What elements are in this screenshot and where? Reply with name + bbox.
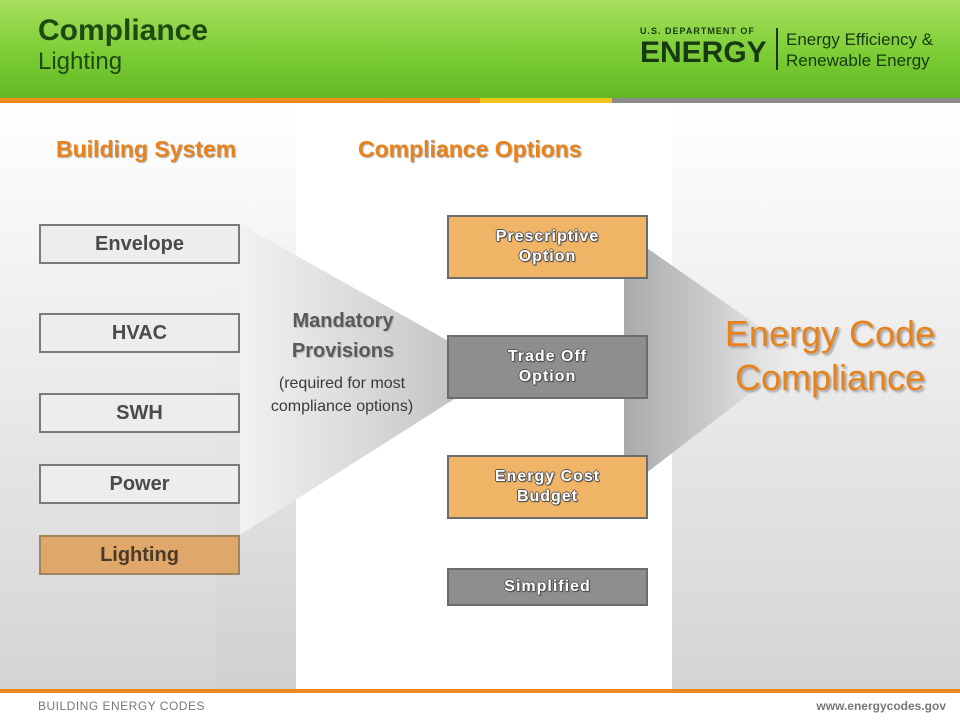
building-system-hvac: HVAC <box>39 313 240 353</box>
option-prescriptive-line1: Prescriptive <box>495 228 600 245</box>
mandatory-line1: Mandatory <box>292 310 394 332</box>
building-system-swh: SWH <box>39 393 240 433</box>
logo-energy-wordmark: ENERGY <box>640 36 767 69</box>
logo-department-text: U.S. DEPARTMENT OF <box>640 26 755 36</box>
option-trade-off: Trade Off Option <box>447 335 648 399</box>
option-simplified-line1: Simplified <box>504 578 591 595</box>
header-stripe-yellow <box>480 98 612 103</box>
option-trade-off-line1: Trade Off <box>507 348 588 365</box>
header-stripe-grey <box>612 98 960 103</box>
footer-program-name: BUILDING ENERGY CODES <box>38 699 205 713</box>
mandatory-note-line2: compliance options) <box>270 398 414 415</box>
building-system-power: Power <box>39 464 240 504</box>
page-title: Compliance <box>38 14 209 47</box>
doe-logo: U.S. DEPARTMENT OF ENERGY Energy Efficie… <box>640 26 940 76</box>
page-subtitle: Lighting <box>38 48 123 75</box>
mandatory-provisions-label: Mandatory Provisions <box>268 306 418 366</box>
option-energy-cost-line2: Budget <box>516 488 579 505</box>
energy-code-compliance-label: Energy Code Compliance <box>700 312 960 400</box>
mandatory-note-line1: (required for most <box>278 375 406 392</box>
footer: BUILDING ENERGY CODES www.energycodes.go… <box>0 693 960 720</box>
building-system-envelope: Envelope <box>39 224 240 264</box>
footer-website-link[interactable]: www.energycodes.gov <box>816 699 946 713</box>
mandatory-provisions-arrow <box>240 224 500 535</box>
building-system-lighting: Lighting <box>39 535 240 575</box>
option-energy-cost-budget: Energy Cost Budget <box>447 455 648 519</box>
energy-code-compliance-arrow <box>624 232 800 490</box>
footer-rule <box>0 689 960 693</box>
logo-divider <box>776 28 778 70</box>
option-energy-cost-line1: Energy Cost <box>494 468 601 485</box>
mandatory-line2: Provisions <box>291 340 395 362</box>
logo-office-line2: Renewable Energy <box>786 51 930 70</box>
result-line2: Compliance <box>734 357 926 398</box>
header-banner: Compliance Lighting U.S. DEPARTMENT OF E… <box>0 0 960 98</box>
option-prescriptive: Prescriptive Option <box>447 215 648 279</box>
result-line1: Energy Code <box>724 313 936 354</box>
option-simplified: Simplified <box>447 568 648 606</box>
mandatory-provisions-note: (required for most compliance options) <box>244 372 440 418</box>
option-prescriptive-line2: Option <box>518 248 577 265</box>
option-trade-off-line2: Option <box>518 368 577 385</box>
header-stripe-orange <box>0 98 480 103</box>
logo-office-line1: Energy Efficiency & <box>786 30 934 49</box>
compliance-options-heading: Compliance Options <box>358 136 582 162</box>
building-system-heading: Building System <box>56 136 237 162</box>
